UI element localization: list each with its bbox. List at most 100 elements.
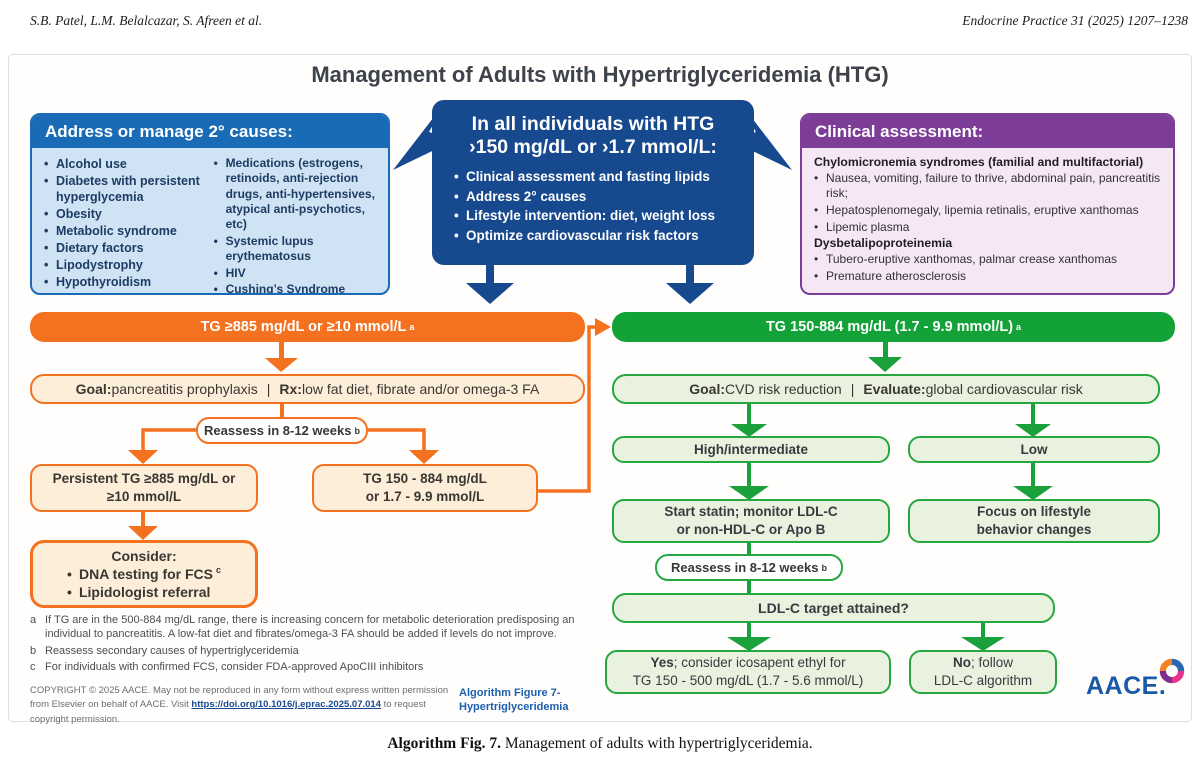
no-label: No [952,655,971,671]
moderate-tg-bar: TG 150-884 mg/dL (1.7 - 9.9 mmol/L)a [612,312,1175,342]
copyright-text: COPYRIGHT © 2025 AACE. May not be reprod… [30,685,449,711]
footnote-marker: c [30,660,36,673]
list-item: Lipodystrophy [44,257,207,273]
bar-label: TG ≥885 mg/dL or ≥10 mmol/L [200,319,407,335]
list-item: Nausea, vomiting, failure to thrive, abd… [814,171,1165,202]
list-item: Diabetes with persistent hyperglycemia [44,173,207,205]
list-item: Premature atherosclerosis [814,269,1165,285]
box-line: No; follow [953,654,1013,672]
consider-title: Consider: [111,547,177,564]
list-item: HIV [214,266,380,282]
list-item: Alcohol use [44,156,207,172]
heading-line: In all individuals with HTG [471,113,715,135]
divider: | [850,381,855,397]
goal-text: pancreatitis prophylaxis [111,381,258,397]
box-line: Persistent TG ≥885 mg/dL or [52,471,236,487]
list-item: Cushing’s Syndrome [214,282,380,293]
no-text: ; follow [970,655,1014,671]
secondary-causes-header: Address or manage 2° causes: [32,115,388,148]
evaluate-label: Evaluate: [863,381,926,397]
subheading: Chylomicronemia syndromes (familial and … [814,155,1144,169]
box-line: ≥10 mmol/L [106,489,182,504]
consider-item-text: DNA testing for FCS [78,565,214,582]
secondary-causes-box: Address or manage 2° causes: Alcohol use… [30,113,390,295]
yes-text: ; consider icosapent ethyl for [673,655,846,671]
ldl-target-question-box: LDL-C target attained? [612,593,1055,623]
footnote-marker-b: b [821,562,827,573]
statin-box: Start statin; monitor LDL-C or non-HDL-C… [612,499,890,543]
list-item: Lipidologist referral [67,583,221,601]
reassess-label: Reassess in 8-12 weeks [671,560,819,575]
footnote-marker-a: a [1016,322,1022,332]
secondary-causes-body: Alcohol use Diabetes with persistent hyp… [32,148,388,293]
box-line: behavior changes [976,522,1092,537]
box-line: Focus on lifestyle [976,504,1092,520]
list-item: Tubero-eruptive xanthomas, palmar crease… [814,252,1165,268]
reassess-label: Reassess in 8-12 weeks [204,423,352,438]
list-item: Metabolic syndrome [44,223,207,239]
list-item: Clinical assessment and fasting lipids [454,168,740,187]
copyright-notice: COPYRIGHT © 2025 AACE. May not be reprod… [30,684,456,727]
lifestyle-box: Focus on lifestyle behavior changes [908,499,1160,543]
footnote-text: Reassess secondary causes of hypertrigly… [45,644,299,657]
yes-label: Yes [650,655,674,671]
footnote-text: If TG are in the 500-884 mg/dL range, th… [45,614,575,641]
list-item: Hepatosplenomegaly, lipemia retinalis, e… [814,203,1165,219]
box-line: or non-HDL-C or Apo B [676,522,826,537]
secondary-causes-column-1: Alcohol use Diabetes with persistent hyp… [44,156,207,293]
risk-low-box: Low [908,436,1160,463]
htg-entry-bullets: Clinical assessment and fasting lipids A… [446,168,740,246]
caption-label: Algorithm Fig. 7. [387,735,501,752]
tg-range-box: TG 150 - 884 mg/dL or 1.7 - 9.9 mmol/L [312,464,538,512]
footnote-c: c For individuals with confirmed FCS, co… [30,660,592,674]
footnote-marker-c: c [216,565,222,576]
goal-label: Goal: [689,381,725,397]
box-line: or 1.7 - 9.9 mmol/L [365,489,485,504]
list-item: Lipemic plasma [814,220,1165,236]
yes-outcome-box: Yes; consider icosapent ethyl for TG 150… [605,650,891,694]
goal-text: CVD risk reduction [725,381,842,397]
header-authors: S.B. Patel, L.M. Belalcazar, S. Afreen e… [30,13,263,28]
clinical-assessment-header: Clinical assessment: [802,115,1173,148]
box-line: TG 150 - 500 mg/dL (1.7 - 5.6 mmol/L) [632,673,864,688]
figure-title: Management of Adults with Hypertriglycer… [311,62,889,87]
header-journal-citation: Endocrine Practice 31 (2025) 1207–1238 [962,13,1188,28]
algorithm-figure-label: Algorithm Figure 7- Hypertriglyceridemia [459,686,599,715]
htg-entry-heading: In all individuals with HTG ›150 mg/dL o… [446,113,740,159]
list-item: Lifestyle intervention: diet, weight los… [454,207,740,226]
evaluate-text: global cardiovascular risk [925,381,1083,397]
copyright-text: to request copyright permission. [30,699,426,725]
footnote-text: For individuals with confirmed FCS, cons… [45,660,424,673]
list-item: Hypothyroidism [44,274,207,290]
doi-link[interactable]: https://doi.org/10.1016/j.eprac.2025.07.… [191,699,381,711]
divider: | [266,381,271,397]
severe-goal-box: Goal: pancreatitis prophylaxis | Rx: low… [30,374,585,404]
list-item: Address 2° causes [454,188,740,207]
bar-label: TG 150-884 mg/dL (1.7 - 9.9 mmol/L) [765,319,1014,335]
persistent-tg-box: Persistent TG ≥885 mg/dL or ≥10 mmol/L [30,464,258,512]
box-line: LDL-C algorithm [933,673,1033,688]
box-line: TG 150 - 884 mg/dL [363,471,487,487]
footnote-b: b Reassess secondary causes of hypertrig… [30,644,592,658]
footnote-marker-a: a [409,322,415,332]
list-item: Dietary factors [44,240,207,256]
list-item: Obesity [44,206,207,222]
list-item: Systemic lupus erythematosus [214,234,380,265]
footnote-a: a If TG are in the 500-884 mg/dL range, … [30,613,592,642]
htg-entry-box: In all individuals with HTG ›150 mg/dL o… [432,100,754,265]
rx-text: low fat diet, fibrate and/or omega-3 FA [301,381,540,397]
caption-text: Management of adults with hypertriglycer… [501,735,813,752]
subheading: Dysbetalipoproteinemia [814,236,953,251]
no-outcome-box: No; follow LDL-C algorithm [909,650,1057,694]
footnote-marker: b [30,644,37,657]
rx-label: Rx: [279,381,302,397]
footnote-marker: a [30,614,37,626]
figure-caption: Algorithm Fig. 7. Management of adults w… [0,735,1200,753]
heading-line: ›150 mg/dL or ›1.7 mmol/L: [469,136,717,158]
